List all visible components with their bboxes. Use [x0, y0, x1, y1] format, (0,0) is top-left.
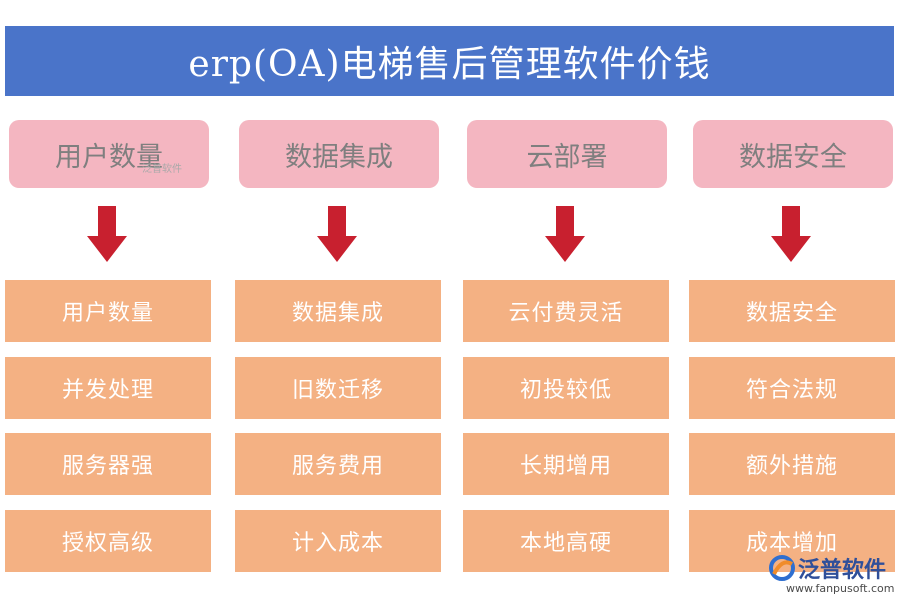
column-user-count: 用户数量 用户数量 并发处理 服务器强 授权高级 — [5, 0, 211, 600]
column-header: 云部署 — [467, 120, 667, 188]
item-box: 初投较低 — [463, 357, 669, 419]
brand-url: www.fanpusoft.com — [786, 582, 895, 595]
brand-name: 泛普软件 — [798, 558, 887, 583]
item-box: 服务器强 — [5, 433, 211, 495]
item-box: 服务费用 — [235, 433, 441, 495]
brand-logo: 泛普软件 www.fanpusoft.com — [768, 552, 896, 596]
item-box: 额外措施 — [689, 433, 895, 495]
item-box: 本地高硬 — [463, 510, 669, 572]
down-arrow-icon — [87, 206, 127, 262]
fanpu-logo-icon — [769, 555, 795, 581]
down-arrow-icon — [545, 206, 585, 262]
column-data-integration: 数据集成 数据集成 旧数迁移 服务费用 计入成本 — [235, 0, 441, 600]
item-box: 授权高级 — [5, 510, 211, 572]
column-header: 数据集成 — [239, 120, 439, 188]
item-box: 云付费灵活 — [463, 280, 669, 342]
down-arrow-icon — [317, 206, 357, 262]
item-box: 长期增用 — [463, 433, 669, 495]
item-box: 用户数量 — [5, 280, 211, 342]
column-header: 用户数量 — [9, 120, 209, 188]
page-title: erp(OA)电梯售后管理软件价钱 — [5, 26, 894, 96]
item-box: 旧数迁移 — [235, 357, 441, 419]
watermark-text: 泛普软件 — [142, 164, 182, 175]
item-box: 计入成本 — [235, 510, 441, 572]
item-box: 数据集成 — [235, 280, 441, 342]
column-header: 数据安全 — [693, 120, 893, 188]
down-arrow-icon — [771, 206, 811, 262]
item-box: 符合法规 — [689, 357, 895, 419]
item-box: 并发处理 — [5, 357, 211, 419]
column-data-security: 数据安全 数据安全 符合法规 额外措施 成本增加 — [689, 0, 895, 600]
column-cloud-deployment: 云部署 云付费灵活 初投较低 长期增用 本地高硬 — [463, 0, 669, 600]
item-box: 数据安全 — [689, 280, 895, 342]
